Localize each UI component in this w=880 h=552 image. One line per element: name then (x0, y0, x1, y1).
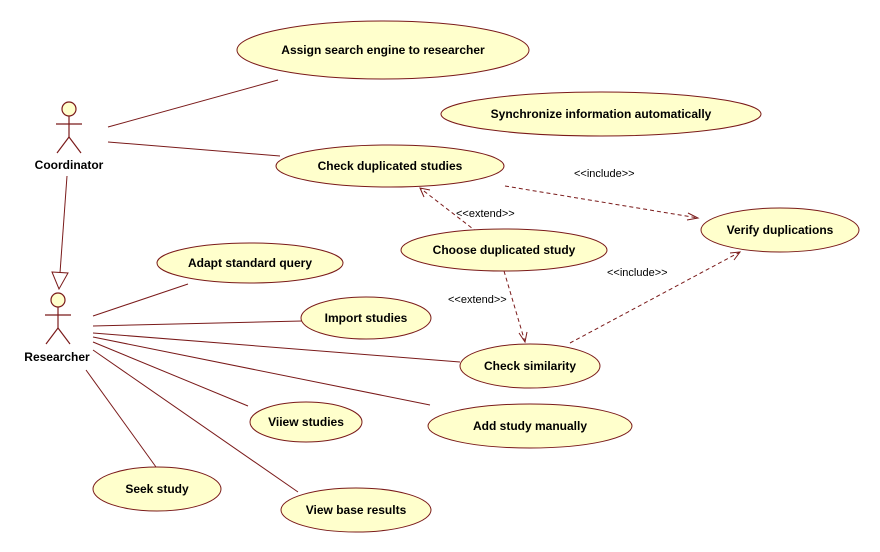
association-researcher-import (92, 320, 303, 327)
use-case-verify-duplications: Verify duplications (700, 207, 860, 253)
use-case-view-base-results: View base results (280, 487, 432, 533)
actor-label-coordinator: Coordinator (35, 158, 104, 172)
association-coordinator-assign (107, 79, 279, 128)
use-case-synchronize-information: Synchronize information automatically (440, 91, 762, 137)
use-case-label: Seek study (125, 482, 189, 496)
association-researcher-adapt-query (92, 283, 189, 317)
include-dependency-similarity-verify (569, 251, 741, 344)
include-arrowhead-1 (686, 212, 700, 221)
use-case-check-similarity: Check similarity (459, 343, 601, 389)
use-case-import-studies: Import studies (300, 296, 432, 340)
extend-label-1: <<extend>> (456, 208, 515, 220)
extend-arrowhead-2 (518, 331, 528, 344)
association-researcher-check-similarity (92, 332, 461, 363)
association-coordinator-check-duplicated (107, 141, 281, 157)
use-case-label: Add study manually (473, 419, 587, 433)
use-case-view-studies: Viiew studies (249, 401, 363, 443)
generalization-line (59, 175, 68, 274)
actor-head (50, 292, 66, 308)
association-researcher-add-study (92, 336, 431, 406)
use-case-add-study-manually: Add study manually (427, 403, 633, 449)
association-researcher-seek (85, 369, 157, 468)
association-researcher-view-studies (92, 341, 249, 407)
extend-arrowhead-1 (419, 187, 431, 198)
use-case-label: Check similarity (484, 359, 576, 373)
use-case-label: Assign search engine to researcher (281, 43, 485, 57)
extend-label-2: <<extend>> (448, 294, 507, 306)
use-case-label: Verify duplications (727, 223, 834, 237)
use-case-label: Adapt standard query (188, 256, 312, 270)
use-case-label: Check duplicated studies (318, 159, 463, 173)
generalization-arrowhead (51, 271, 69, 291)
association-researcher-view-base (92, 349, 299, 493)
use-case-seek-study: Seek study (92, 466, 222, 512)
include-dependency-check-duplicated-verify (504, 185, 699, 219)
use-case-label: Choose duplicated study (433, 243, 576, 257)
include-label-2: <<include>> (607, 267, 668, 279)
extend-dependency-choose-check-duplicated (419, 187, 478, 233)
include-arrowhead-2 (729, 251, 742, 261)
use-case-label: Synchronize information automatically (491, 107, 712, 121)
use-case-check-duplicated-studies: Check duplicated studies (275, 144, 505, 188)
include-label-1: <<include>> (574, 168, 635, 180)
actor-coordinator: Coordinator (35, 101, 104, 172)
use-case-label: View base results (306, 503, 407, 517)
extend-dependency-choose-similarity (503, 270, 526, 343)
use-case-assign-search-engine: Assign search engine to researcher (236, 20, 530, 80)
actor-label-researcher: Researcher (24, 350, 90, 364)
use-case-choose-duplicated-study: Choose duplicated study (400, 228, 608, 272)
use-case-label: Viiew studies (268, 415, 344, 429)
actor-researcher: Researcher (24, 292, 90, 364)
use-case-label: Import studies (325, 311, 408, 325)
use-case-adapt-standard-query: Adapt standard query (156, 242, 344, 284)
actor-head (61, 101, 77, 117)
